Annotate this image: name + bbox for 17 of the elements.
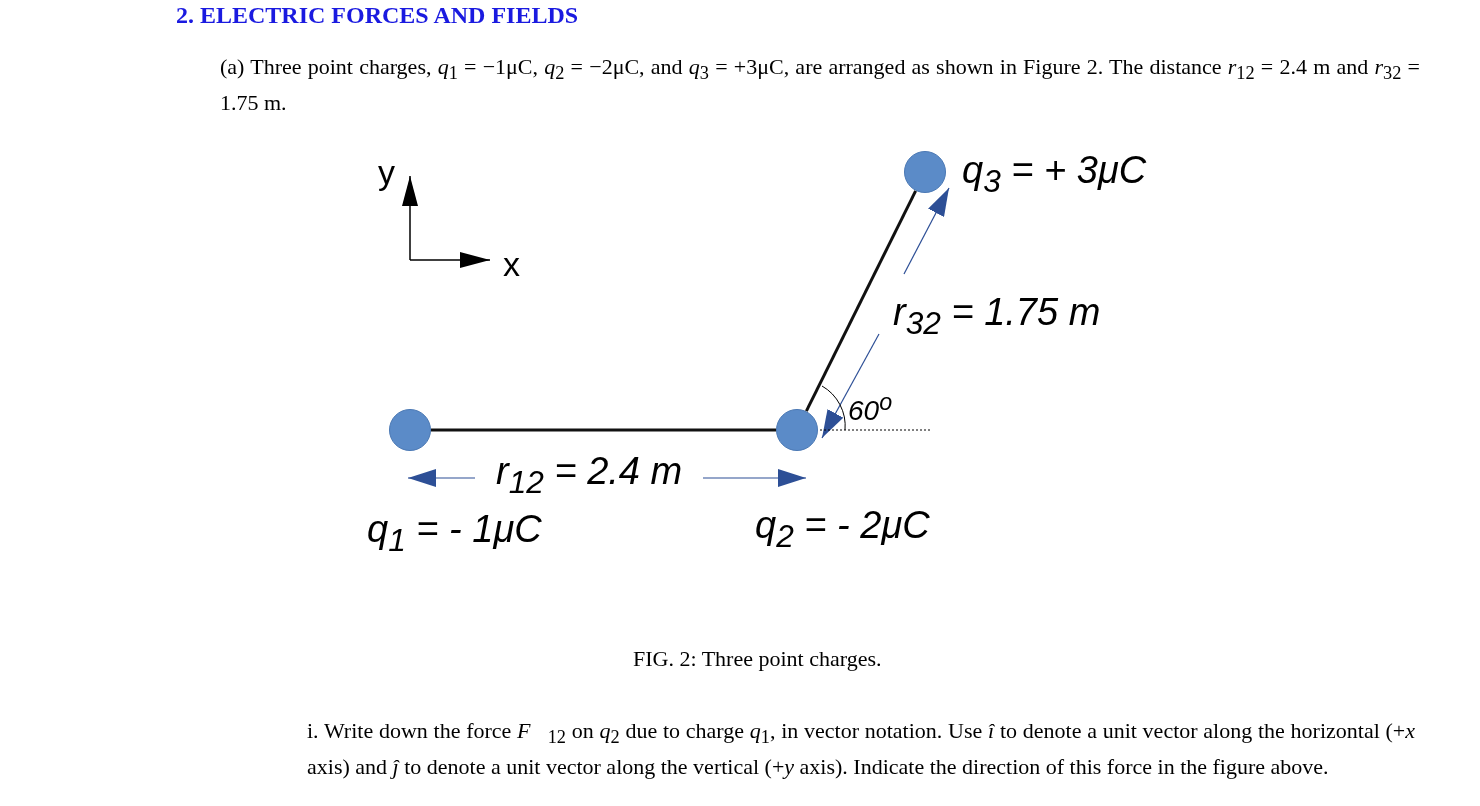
figure-caption: FIG. 2: Three point charges. (633, 645, 882, 673)
charge-label: q$_{3}$ = + 3μC (962, 148, 1147, 201)
charge-label: q$_{2}$ = - 2μC (755, 503, 930, 556)
dimension-label: r$_{12}$ = 2.4 m (496, 449, 683, 502)
axis-label: x (503, 246, 520, 282)
connecting-line (805, 190, 917, 412)
dimension-label: r$_{32}$ = 1.75 m (893, 290, 1101, 343)
problem-text: (a) Three point charges, q$_{1}$ = −1μC, q$_{2}$ = −2μC, and q$_{3}$ = +3μC, are arranged as shown in Figure 2. The distance r$_{12}$ = 2.4 m and r$_{32}$ = 1.75 m. (220, 53, 1420, 118)
section-heading: 2. ELECTRIC FORCES AND FIELDS (176, 1, 579, 30)
question-text: i. Write down the force F⃗$_{12}$ on q$_{2}$ due to charge q$_{1}$, in vector notation. Use î to denote a unit vector along the horizontal (+x axis) and ĵ to denote a unit vector along the vertical (+y axis). Indicate the direction of this force in the figure above. (307, 717, 1415, 782)
connecting-line (431, 428, 776, 432)
charge-label: q$_{1}$ = - 1μC (367, 507, 542, 560)
charge-circle (389, 409, 431, 451)
charge-circle (904, 151, 946, 193)
angle-label: 60$^{o}$ (848, 388, 893, 428)
axis-label: y (378, 154, 395, 190)
charge-circle (776, 409, 818, 451)
